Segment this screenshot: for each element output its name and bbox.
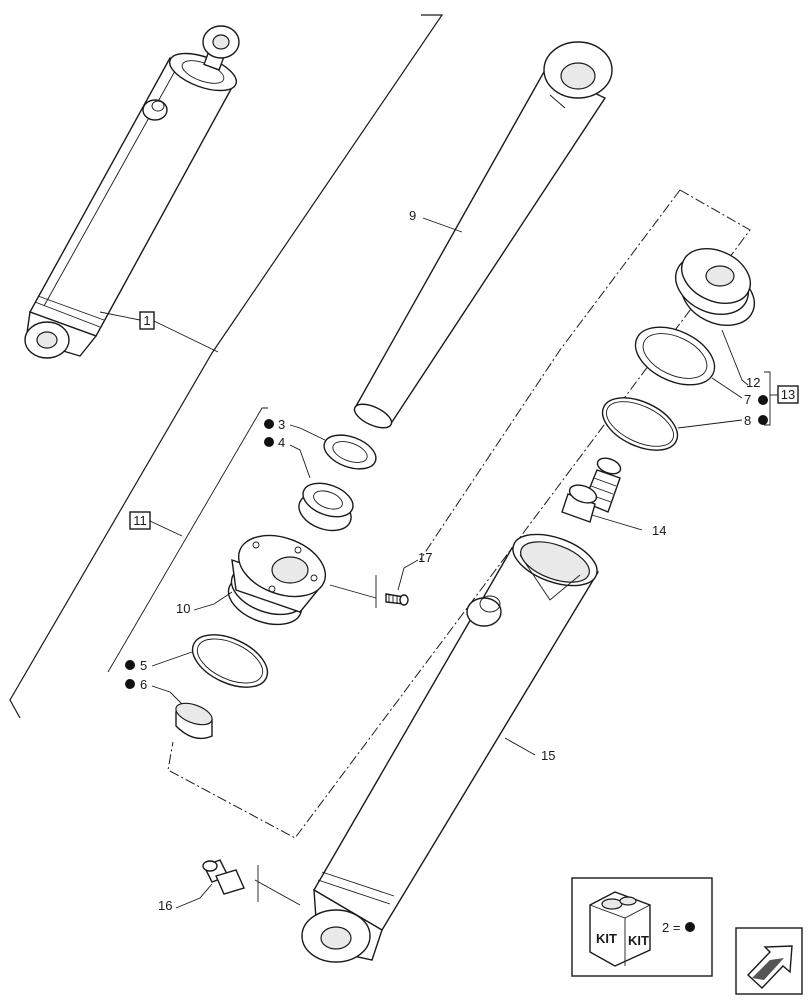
callout-8: 8 bbox=[677, 413, 768, 429]
cylinder-barrel bbox=[301, 533, 600, 963]
rod-wiper bbox=[323, 434, 377, 470]
callout-12: 12 bbox=[721, 329, 760, 390]
piston-bolt bbox=[561, 457, 622, 523]
svg-text:1: 1 bbox=[143, 313, 150, 328]
svg-text:6: 6 bbox=[140, 677, 147, 692]
svg-text:KIT: KIT bbox=[596, 931, 617, 946]
callout-16: 16 bbox=[158, 865, 301, 913]
kit-box-icon: KIT KIT bbox=[589, 891, 651, 967]
callout-4: 4 bbox=[264, 435, 311, 479]
svg-text:13: 13 bbox=[781, 387, 795, 402]
svg-text:KIT: KIT bbox=[628, 933, 649, 948]
svg-text:8: 8 bbox=[744, 413, 751, 428]
svg-text:15: 15 bbox=[541, 748, 555, 763]
callout-15: 15 bbox=[504, 737, 555, 763]
callout-6: 6 bbox=[125, 677, 183, 705]
callout-10: 10 bbox=[176, 591, 233, 616]
svg-text:7: 7 bbox=[744, 392, 751, 407]
svg-text:2 =: 2 = bbox=[662, 920, 680, 935]
wear-ring bbox=[601, 397, 679, 451]
callout-13: 13 bbox=[764, 371, 799, 426]
grease-fitting bbox=[202, 859, 245, 895]
group-frame-line bbox=[9, 14, 444, 719]
callout-7: 7 bbox=[711, 377, 768, 407]
svg-text:4: 4 bbox=[278, 435, 285, 450]
rod-seal bbox=[298, 482, 354, 532]
gland-cap bbox=[175, 702, 213, 740]
gland-o-ring bbox=[191, 634, 269, 688]
callout-9: 9 bbox=[409, 208, 463, 233]
svg-text:9: 9 bbox=[409, 208, 416, 223]
kit-dot-symbol bbox=[685, 922, 695, 932]
kit-boundary-line bbox=[167, 189, 751, 839]
callout-14: 14 bbox=[591, 514, 666, 538]
svg-text:14: 14 bbox=[652, 523, 666, 538]
kit-legend: KIT KIT 2 = bbox=[571, 877, 713, 977]
svg-text:16: 16 bbox=[158, 898, 172, 913]
callout-11: 11 bbox=[107, 407, 268, 673]
piston bbox=[675, 248, 755, 326]
callout-1: 1 bbox=[99, 311, 219, 353]
set-screw bbox=[385, 593, 409, 606]
svg-text:5: 5 bbox=[140, 658, 147, 673]
navigation-arrow-icon[interactable] bbox=[735, 927, 803, 995]
svg-text:10: 10 bbox=[176, 601, 190, 616]
callout-3: 3 bbox=[264, 417, 326, 441]
callout-5: 5 bbox=[125, 651, 193, 673]
assembled-cylinder bbox=[24, 25, 240, 359]
piston-rod bbox=[353, 41, 613, 429]
svg-text:3: 3 bbox=[278, 417, 285, 432]
svg-text:11: 11 bbox=[133, 513, 147, 528]
svg-text:12: 12 bbox=[746, 375, 760, 390]
svg-text:17: 17 bbox=[418, 550, 432, 565]
callout-17: 17 bbox=[329, 550, 432, 608]
piston-seal bbox=[634, 326, 716, 386]
center-axis-line bbox=[419, 189, 681, 561]
gland-head bbox=[227, 534, 327, 626]
